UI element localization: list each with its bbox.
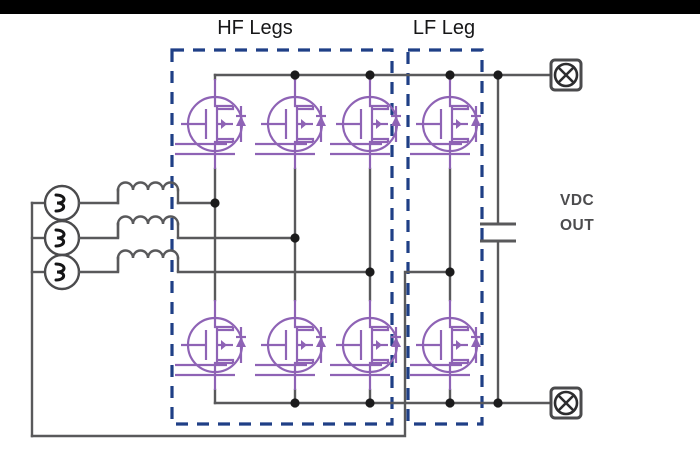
dc-link-capacitor[interactable] [480, 222, 516, 243]
mosfet-lf-high[interactable] [408, 77, 483, 171]
ac-source-phase-c[interactable] [43, 253, 81, 291]
node-bottom-c [365, 398, 375, 408]
mosfet-hf-a-low[interactable] [173, 298, 248, 392]
node-dc-negative [493, 398, 503, 408]
inductor-phase-a[interactable] [116, 181, 180, 205]
output-terminal-negative[interactable] [549, 386, 583, 420]
ac-source-phase-a[interactable] [43, 184, 81, 222]
node-top-c [365, 70, 375, 80]
inductor-phase-b[interactable] [116, 215, 180, 239]
hf-legs-box [170, 48, 394, 426]
node-midpoint-lf [445, 267, 455, 277]
node-dc-positive [493, 70, 503, 80]
node-midpoint-a [210, 198, 220, 208]
mosfet-lf-low[interactable] [408, 298, 483, 392]
vdc-out-label-line2: OUT [560, 217, 594, 234]
lf-leg-box [406, 48, 484, 426]
mosfet-bank-low-side [173, 298, 483, 392]
inductor-phase-c[interactable] [116, 249, 180, 273]
lf-leg-label: LF Leg [413, 17, 475, 39]
node-bottom-lf [445, 398, 455, 408]
node-midpoint-b [290, 233, 300, 243]
lf-return-path [30, 270, 452, 438]
ac-source-network [30, 181, 372, 438]
node-midpoint-c [365, 267, 375, 277]
node-bottom-b [290, 398, 300, 408]
hf-legs-label: HF Legs [217, 17, 293, 39]
lf-midpoint-return-wire [30, 270, 452, 438]
mosfet-hf-a-high[interactable] [173, 77, 248, 171]
mosfet-hf-c-low[interactable] [328, 298, 403, 392]
top-black-band [0, 0, 700, 14]
lead-c-to-inductor [77, 256, 120, 274]
ac-source-phase-b[interactable] [43, 219, 81, 257]
lead-b-to-inductor [77, 222, 120, 240]
mosfet-hf-b-low[interactable] [253, 298, 328, 392]
node-top-b [290, 70, 300, 80]
lead-a-to-inductor [77, 188, 120, 205]
mosfet-hf-c-high[interactable] [328, 77, 403, 171]
vdc-out-label-line1: VDC [560, 192, 594, 209]
mosfet-bank-high-side [173, 77, 483, 171]
junction-dots [210, 70, 503, 408]
node-top-lf [445, 70, 455, 80]
mosfet-hf-b-high[interactable] [253, 77, 328, 171]
output-terminal-positive[interactable] [549, 58, 583, 92]
group-boxes [170, 48, 484, 426]
